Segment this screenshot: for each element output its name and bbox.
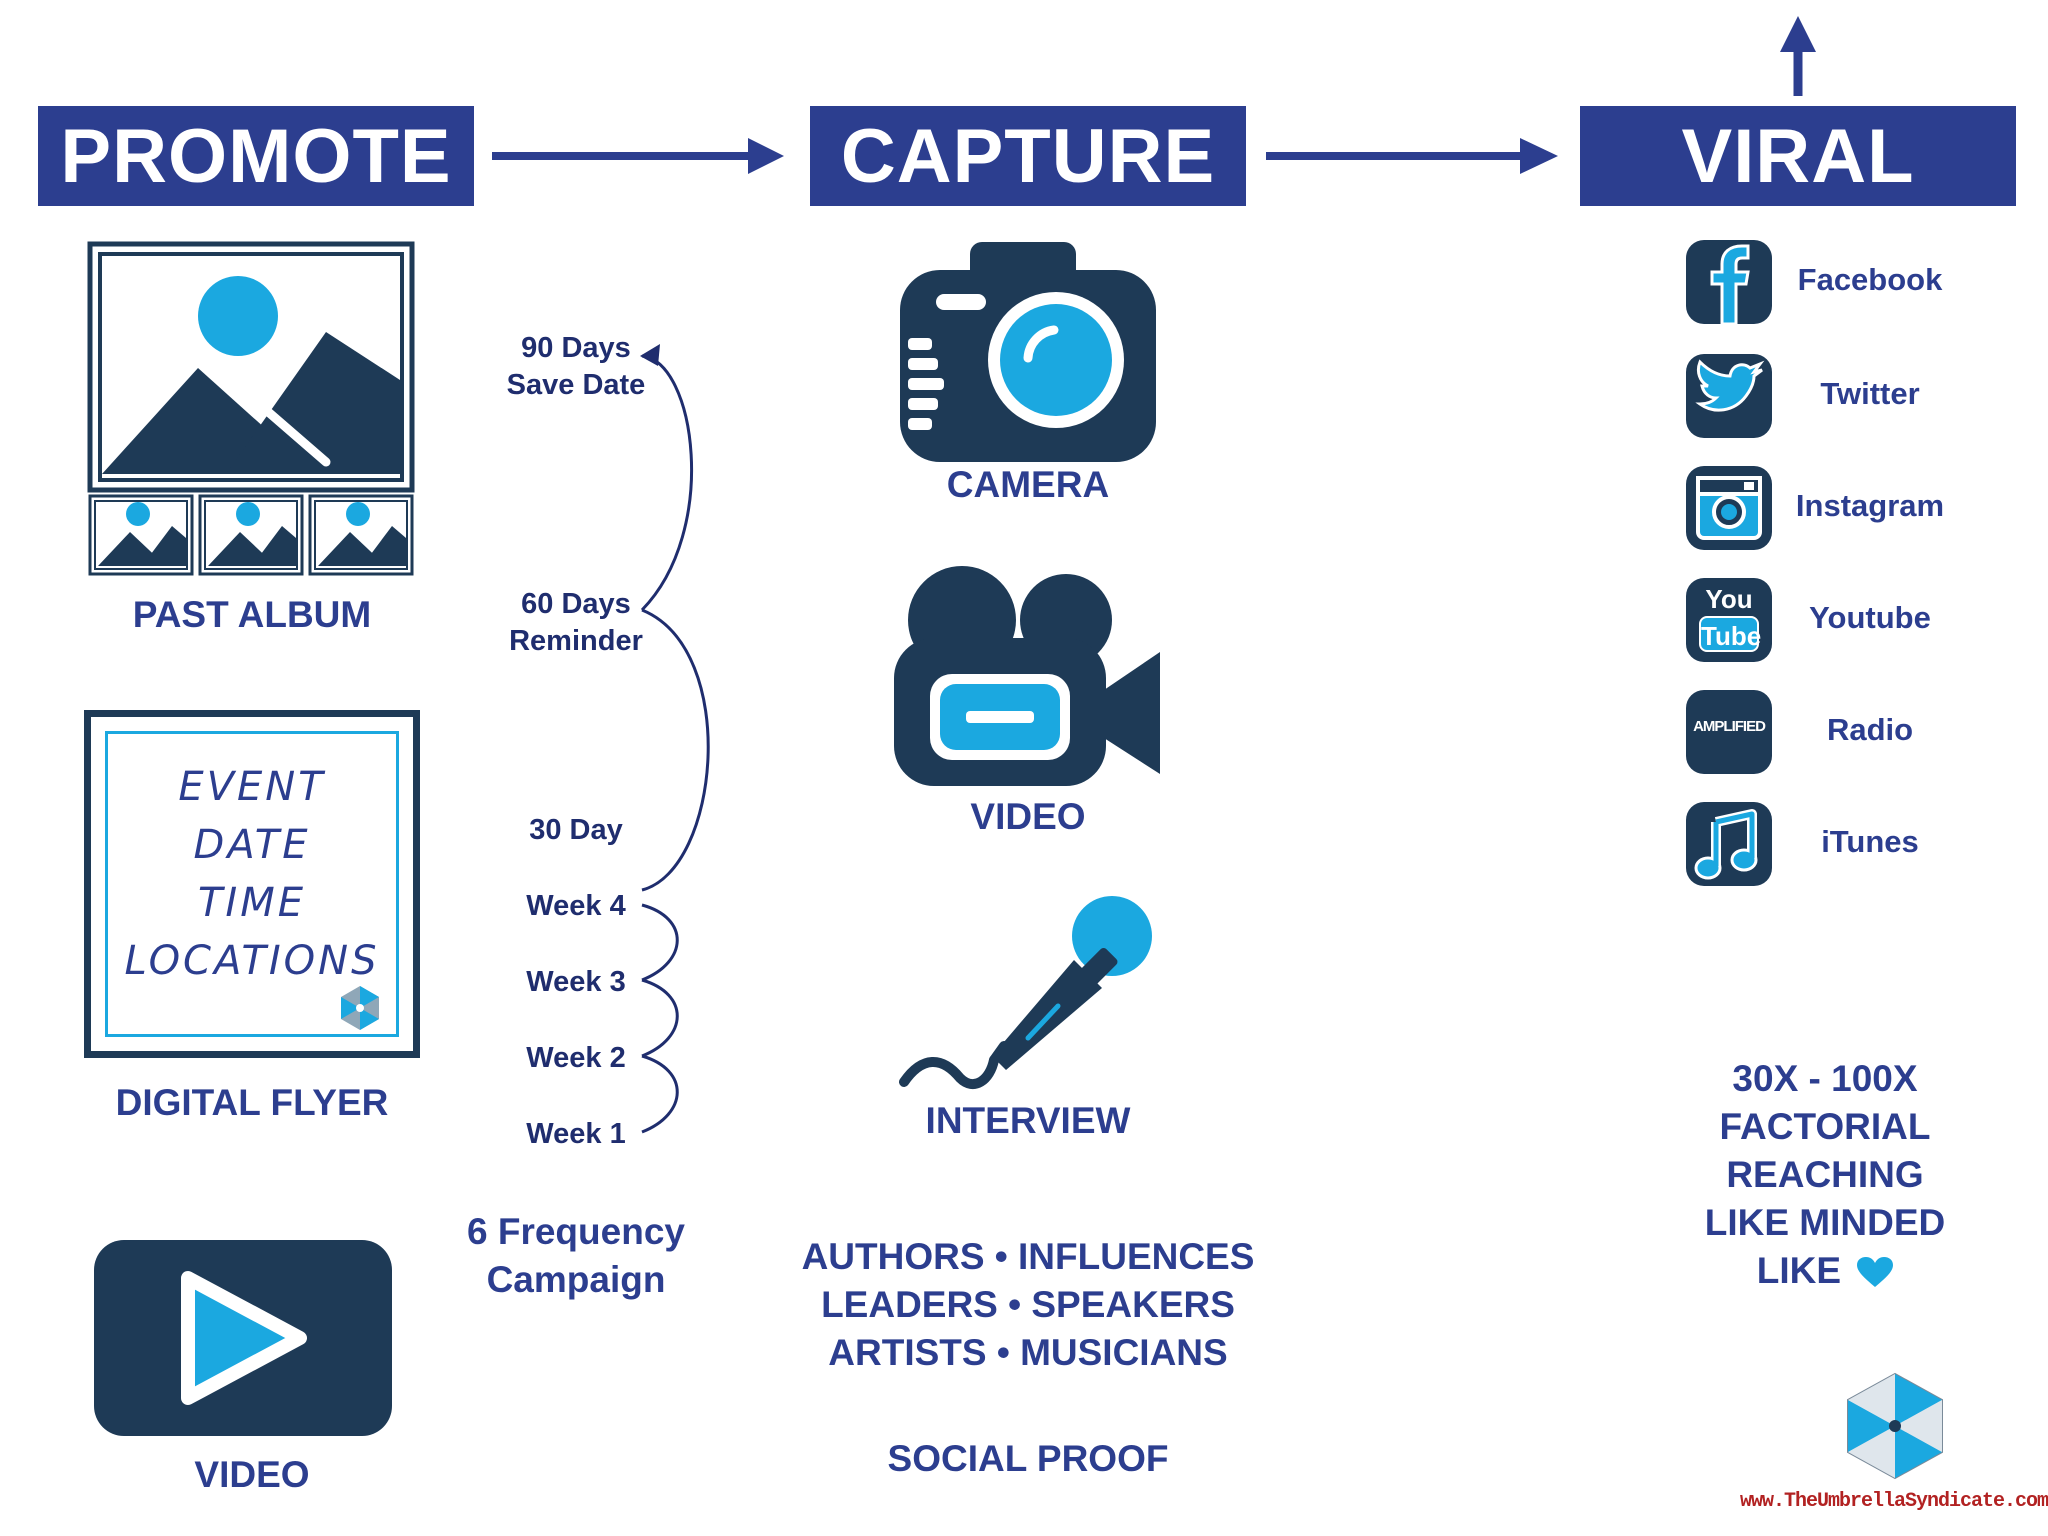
reach-line-1: 30X - 100X [1732,1058,1918,1099]
video-camera-icon [894,566,1160,786]
youtube-icon[interactable]: You Tube [1686,578,1772,662]
camera-icon [900,242,1156,462]
flyer-line-time: TIME [197,880,306,926]
timeline-item-30-day: 30 Day [529,814,623,846]
channel-itunes: iTunes [1821,824,1919,859]
timeline-item-week-1: Week 1 [526,1118,626,1150]
reach-like-text: LIKE [1756,1250,1841,1291]
twitter-icon[interactable] [1686,354,1772,438]
timeline-connector [640,344,710,1134]
flyer-line-locations: LOCATIONS [124,938,380,984]
digital-flyer: EVENT DATE TIME LOCATIONS [84,710,420,1058]
timeline-item-week-3: Week 3 [526,966,626,998]
reach-line-2: FACTORIAL [1719,1106,1931,1147]
header-arrows [492,16,1816,174]
timeline-item-90-days: 90 Days Save Date [506,332,646,401]
website-url[interactable]: www.TheUmbrellaSyndicate.com [1740,1490,2048,1513]
amplified-radio-icon[interactable]: AMPLIFIED [1686,690,1772,774]
channel-twitter: Twitter [1820,376,1920,411]
timeline-item-week-2: Week 2 [526,1042,626,1074]
microphone-icon [899,896,1152,1089]
promote-to-capture-arrowhead [748,138,784,174]
digital-flyer-label: DIGITAL FLYER [115,1082,389,1123]
capture-to-viral-arrowhead [1520,138,1558,174]
youtube-icon-you-text: You [1705,584,1753,614]
channel-radio: Radio [1826,712,1914,747]
heart-icon [1857,1257,1894,1288]
digital-flyer-inner-frame: EVENT DATE TIME LOCATIONS [105,731,399,1037]
channel-facebook: Facebook [1797,262,1943,297]
youtube-icon-tube-text: Tube [1699,616,1761,652]
itunes-icon[interactable] [1686,802,1772,886]
interview-label: INTERVIEW [925,1100,1131,1141]
video-play-icon[interactable] [94,1240,392,1436]
audience-line-1: AUTHORS • INFLUENCES [801,1236,1255,1277]
channel-instagram: Instagram [1795,488,1945,523]
timeline-item-week-4: Week 4 [526,890,626,922]
viral-up-arrowhead [1780,16,1816,52]
reach-line-5: LIKE [1630,1250,2020,1292]
social-proof-label: SOCIAL PROOF [887,1438,1169,1479]
camera-label: CAMERA [946,464,1110,505]
umbrella-logo-icon [341,986,379,1030]
flyer-line-date: DATE [193,822,311,868]
capture-video-label: VIDEO [970,796,1086,837]
frequency-campaign-caption: 6 Frequency Campaign [467,1211,685,1300]
facebook-icon[interactable] [1686,240,1772,324]
viral-header: VIRAL [1580,106,2016,206]
capture-header: CAPTURE [810,106,1246,206]
promote-header: PROMOTE [38,106,474,206]
timeline-item-60-days: 60 Days Reminder [509,588,643,657]
past-album-icon [87,241,415,576]
flyer-line-event: EVENT [178,764,326,810]
audience-line-3: ARTISTS • MUSICIANS [828,1332,1228,1373]
past-album-label: PAST ALBUM [132,594,372,635]
audience-line-2: LEADERS • SPEAKERS [821,1284,1235,1325]
promote-video-label: VIDEO [194,1454,310,1495]
instagram-icon[interactable] [1686,466,1772,550]
amplified-icon-text: AMPLIFIED [1693,718,1766,735]
reach-line-3: REACHING [1726,1154,1924,1195]
reach-line-4: LIKE MINDED [1704,1202,1946,1243]
umbrella-syndicate-logo-icon [1847,1372,1943,1480]
channel-youtube: Youtube [1809,600,1931,635]
